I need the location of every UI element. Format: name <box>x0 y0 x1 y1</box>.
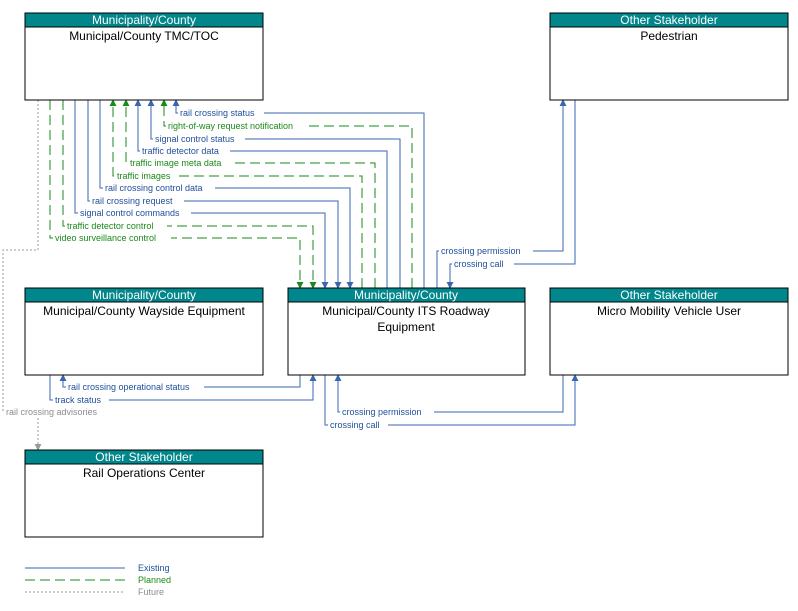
flow-label-rail-crossing-request: rail crossing request <box>92 196 173 206</box>
flow-line-video-surveillance-control <box>49 100 304 289</box>
box-wayside-equipment: Municipality/County Municipal/County Way… <box>24 287 264 376</box>
box-pedestrian: Other Stakeholder Pedestrian <box>549 12 789 101</box>
flow-label-rail-crossing-control-data: rail crossing control data <box>105 183 203 193</box>
flow-label-traffic-images: traffic images <box>117 171 171 181</box>
flow-label-video-surveillance-control: video surveillance control <box>55 233 156 243</box>
flow-line-crossing-permission-micro <box>334 374 564 413</box>
flow-label-rail-crossing-operational-status: rail crossing operational status <box>68 382 190 392</box>
flow-label-rail-crossing-advisories: rail crossing advisories <box>6 407 98 417</box>
legend-planned-label: Planned <box>138 575 171 585</box>
legend-future-label: Future <box>138 587 164 597</box>
flow-line-traffic-image-meta-data <box>122 99 376 288</box>
flow-line-signal-control-status <box>147 99 401 288</box>
flow-line-crossing-call-micro <box>324 374 579 426</box>
flow-label-signal-control-commands: signal control commands <box>80 208 180 218</box>
flow-label-crossing-permission-micro: crossing permission <box>342 407 422 417</box>
flow-label-traffic-image-meta-data: traffic image meta data <box>130 158 221 168</box>
flow-line-traffic-detector-data <box>134 99 388 288</box>
flow-line-track-status <box>49 374 317 401</box>
flow-label-crossing-call-micro: crossing call <box>330 420 380 430</box>
box-micro-category: Other Stakeholder <box>620 288 717 302</box>
box-tmc-toc: Municipality/County Municipal/County TMC… <box>24 12 264 101</box>
flow-label-rail-crossing-status: rail crossing status <box>180 108 255 118</box>
box-roadway-name-line2: Equipment <box>377 320 435 334</box>
flow-label-track-status: track status <box>55 395 102 405</box>
box-wayside-category: Municipality/County <box>92 288 196 302</box>
legend-existing-label: Existing <box>138 563 170 573</box>
flow-line-rail-crossing-request <box>87 100 342 289</box>
box-roadway-name-line1: Municipal/County ITS Roadway <box>322 304 489 318</box>
box-pedestrian-category: Other Stakeholder <box>620 13 717 27</box>
box-wayside-name: Municipal/County Wayside Equipment <box>43 304 245 318</box>
box-its-roadway-equipment: Municipality/County Municipal/County ITS… <box>287 287 526 376</box>
flow-line-rail-crossing-advisories <box>2 100 42 451</box>
box-rail-name: Rail Operations Center <box>83 466 205 480</box>
flow-label-traffic-detector-control: traffic detector control <box>67 221 153 231</box>
box-micro-mobility-vehicle-user: Other Stakeholder Micro Mobility Vehicle… <box>549 287 789 376</box>
box-tmc-name: Municipal/County TMC/TOC <box>69 29 219 43</box>
flow-label-signal-control-status: signal control status <box>155 134 235 144</box>
flow-line-rail-crossing-control-data <box>99 100 354 289</box>
flow-label-crossing-permission-ped: crossing permission <box>441 246 521 256</box>
flow-label-right-of-way-request-notification: right-of-way request notification <box>168 121 293 131</box>
box-rail-operations-center: Other Stakeholder Rail Operations Center <box>24 449 264 538</box>
box-pedestrian-name: Pedestrian <box>640 29 697 43</box>
box-rail-category: Other Stakeholder <box>95 450 192 464</box>
box-roadway-category: Municipality/County <box>354 288 458 302</box>
box-tmc-category: Municipality/County <box>92 13 196 27</box>
flow-line-traffic-detector-control <box>62 100 317 289</box>
flow-label-traffic-detector-data: traffic detector data <box>142 146 219 156</box>
box-micro-name: Micro Mobility Vehicle User <box>597 304 741 318</box>
legend: Existing Planned Future <box>25 563 171 597</box>
flow-line-traffic-images <box>109 99 363 288</box>
flow-line-signal-control-commands <box>74 100 329 289</box>
flow-line-rail-crossing-status <box>172 99 425 288</box>
flow-label-crossing-call-ped: crossing call <box>454 259 504 269</box>
